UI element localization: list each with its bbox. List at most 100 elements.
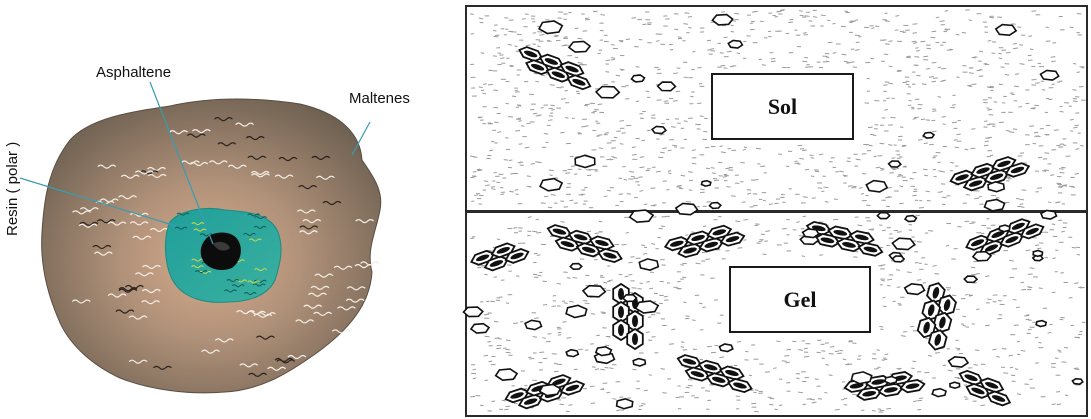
- medium-dash: [620, 121, 624, 122]
- medium-dash: [1013, 129, 1017, 130]
- medium-dash: [568, 405, 572, 406]
- medium-dash: [889, 66, 893, 67]
- aromatic-ring: [1041, 70, 1059, 80]
- medium-dash: [805, 16, 810, 17]
- medium-dash: [495, 338, 500, 339]
- medium-dash: [897, 232, 902, 233]
- medium-dash: [639, 406, 643, 407]
- medium-dash: [976, 309, 979, 310]
- medium-dash: [681, 342, 684, 343]
- aromatic-core: [632, 315, 638, 327]
- medium-dash: [610, 159, 613, 160]
- medium-dash: [778, 154, 782, 155]
- medium-dash: [624, 179, 627, 180]
- medium-dash: [670, 49, 673, 50]
- medium-dash: [529, 358, 534, 359]
- aromatic-ring: [525, 320, 541, 329]
- medium-dash: [549, 170, 554, 171]
- medium-dash: [859, 188, 863, 189]
- medium-dash: [1006, 130, 1011, 131]
- medium-dash: [662, 393, 666, 394]
- medium-dash: [917, 280, 921, 281]
- medium-dash: [601, 312, 606, 313]
- medium-dash: [987, 87, 990, 88]
- medium-dash: [938, 171, 941, 172]
- medium-dash: [875, 26, 879, 27]
- medium-dash: [1070, 119, 1074, 120]
- medium-dash: [974, 365, 978, 366]
- medium-dash: [686, 387, 690, 388]
- medium-dash: [1024, 315, 1029, 316]
- medium-dash: [685, 13, 690, 14]
- medium-dash: [985, 325, 990, 326]
- medium-dash: [950, 162, 954, 163]
- medium-dash: [1039, 288, 1043, 289]
- medium-dash: [606, 336, 611, 337]
- medium-dash: [578, 63, 583, 64]
- medium-dash: [1035, 337, 1038, 338]
- medium-dash: [773, 368, 777, 369]
- medium-dash: [599, 148, 603, 149]
- aromatic-ring: [964, 276, 977, 282]
- medium-dash: [710, 49, 714, 50]
- medium-dash: [616, 410, 620, 411]
- medium-dash: [759, 59, 762, 60]
- medium-dash: [515, 92, 519, 93]
- aromatic-ring: [999, 225, 1010, 232]
- medium-dash: [567, 278, 571, 279]
- medium-dash: [1060, 273, 1064, 274]
- medium-dash: [917, 242, 922, 243]
- medium-dash: [552, 306, 556, 307]
- medium-dash: [812, 402, 817, 403]
- aromatic-ring: [1033, 251, 1042, 257]
- medium-dash: [990, 17, 995, 18]
- medium-dash: [1035, 245, 1039, 246]
- medium-dash: [969, 20, 972, 21]
- medium-dash: [641, 140, 645, 141]
- medium-dash: [699, 83, 702, 84]
- medium-dash: [661, 369, 665, 370]
- medium-dash: [587, 175, 591, 176]
- medium-dash: [1019, 199, 1024, 200]
- medium-dash: [497, 298, 500, 299]
- medium-dash: [497, 132, 501, 133]
- medium-dash: [548, 207, 552, 208]
- medium-dash: [506, 303, 509, 304]
- medium-dash: [737, 248, 742, 249]
- aromatic-ring: [496, 369, 517, 380]
- medium-dash: [956, 134, 960, 135]
- aromatic-ring: [866, 181, 887, 192]
- medium-dash: [1052, 224, 1055, 225]
- medium-dash: [824, 392, 827, 393]
- medium-dash: [839, 171, 844, 172]
- medium-dash: [858, 356, 861, 357]
- medium-dash: [737, 341, 741, 342]
- aromatic-ring: [569, 42, 590, 53]
- medium-dash: [597, 53, 600, 54]
- medium-dash: [532, 231, 537, 232]
- medium-dash: [725, 168, 730, 169]
- medium-dash: [817, 352, 821, 353]
- aromatic-ring: [950, 382, 960, 388]
- medium-dash: [992, 349, 996, 350]
- medium-dash: [942, 124, 945, 125]
- medium-dash: [804, 356, 809, 357]
- medium-dash: [661, 226, 665, 227]
- medium-dash: [611, 59, 615, 60]
- medium-dash: [756, 148, 761, 149]
- medium-dash: [912, 195, 916, 196]
- medium-dash: [532, 44, 535, 45]
- medium-dash: [1075, 174, 1079, 175]
- aromatic-ring: [583, 286, 605, 297]
- medium-dash: [536, 219, 539, 220]
- medium-dash: [1009, 355, 1013, 356]
- medium-dash: [913, 361, 916, 362]
- medium-dash: [696, 263, 701, 264]
- medium-dash: [564, 303, 568, 304]
- medium-dash: [668, 150, 672, 151]
- medium-dash: [844, 61, 849, 62]
- medium-dash: [611, 58, 615, 59]
- medium-dash: [474, 195, 478, 196]
- medium-dash: [595, 233, 599, 234]
- medium-dash: [880, 170, 883, 171]
